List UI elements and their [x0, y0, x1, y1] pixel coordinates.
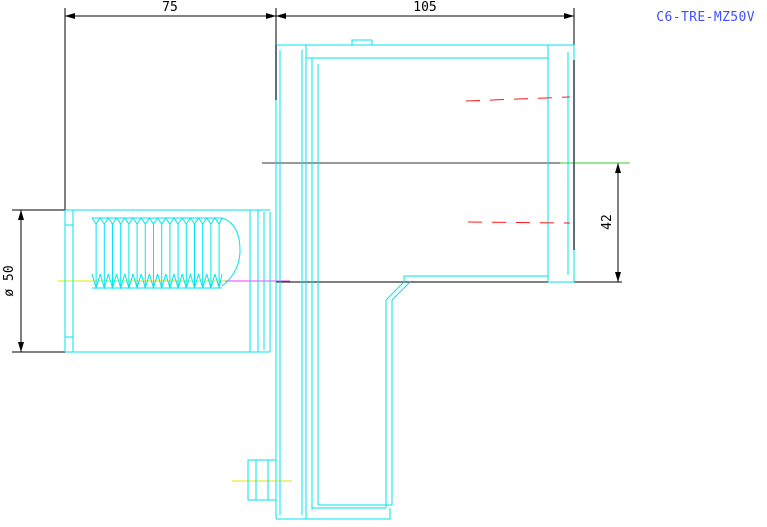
dim-text-shank-length: 75: [162, 0, 178, 15]
drawing-title: C6-TRE-MZ50V: [656, 10, 755, 25]
thread-profile-top: [91, 217, 223, 225]
shank-collar: [249, 209, 271, 353]
thread-runout: [221, 217, 241, 287]
dark-edge-layer: [275, 45, 575, 250]
main-body: [306, 44, 549, 510]
hidden-line-lower: [467, 221, 571, 224]
reference-lines: [58, 162, 630, 482]
clamp-screw: [247, 459, 277, 501]
outline-layer: [64, 39, 575, 520]
hidden-line-upper: [465, 96, 571, 102]
hidden-lines: [465, 96, 571, 224]
thread-roots: [95, 224, 220, 288]
dimension-layer: [12, 8, 621, 353]
shank-outline: [64, 209, 250, 353]
top-key: [351, 39, 373, 45]
dim-text-shank-diameter: ø 50: [2, 265, 17, 296]
lower-leg: [306, 275, 548, 520]
dim-text-center-height: 42: [600, 214, 615, 230]
flange-plate: [275, 44, 307, 520]
dim-text-body-length: 105: [413, 0, 436, 15]
shank-chamfer-left: [65, 224, 73, 338]
